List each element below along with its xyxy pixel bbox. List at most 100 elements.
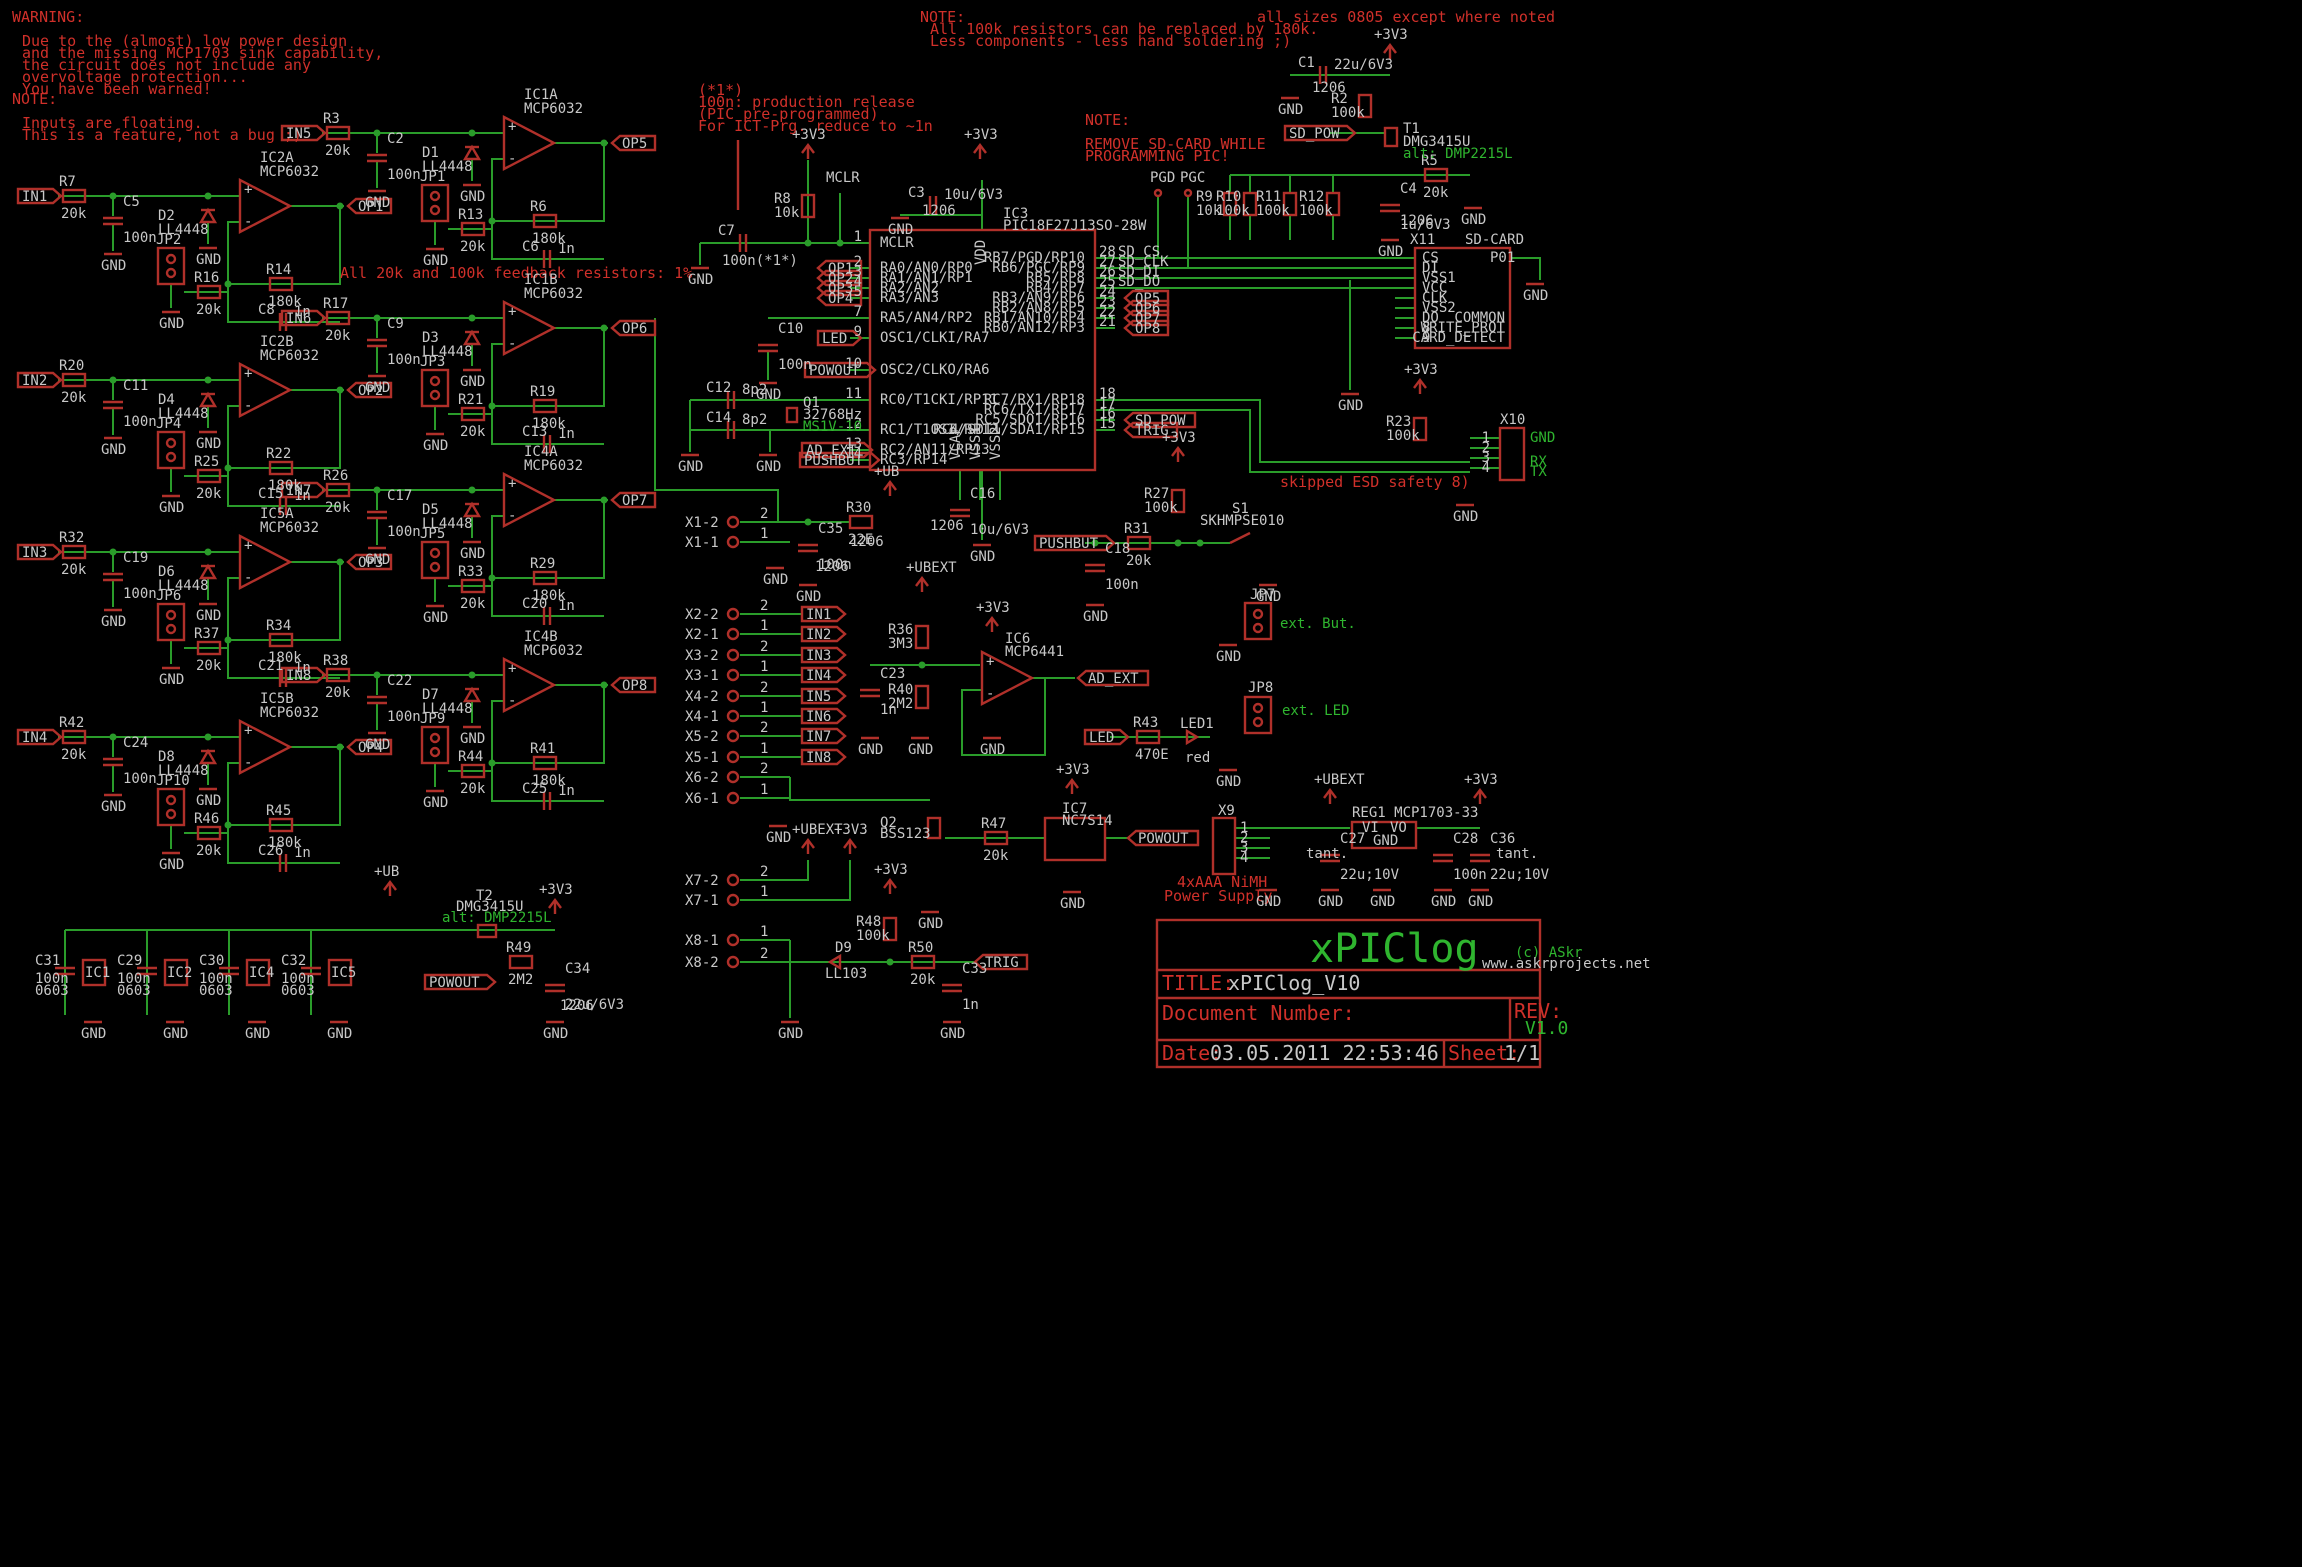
resistor-value: 180k [532,416,566,432]
d9-value: LL103 [825,966,867,982]
reg1-vi: VI [1362,820,1379,836]
t1-ref: T1 [1403,121,1420,137]
op-amp-plus: + [508,476,516,492]
mosfet-t1 [1383,126,1399,148]
net-flag [1083,728,1130,746]
op-amp-part: MCP6032 [524,286,583,302]
x10-rx-label: RX [1530,454,1547,470]
wire [492,143,605,222]
supply-arrow [915,576,929,587]
sdcard-pin-label: DI [1422,260,1439,276]
capacitor-ref: C13 [522,424,547,440]
resistor [532,398,558,414]
op-amp [502,300,557,356]
jumper-pin [429,561,441,573]
t2-part: DMG3415U [456,899,523,915]
ground-label: GND [1370,894,1395,910]
c1-size: 1206 [1312,80,1346,96]
diode-value: LL4448 [422,701,473,717]
op-amp-minus: - [508,693,516,709]
capacitor-ref: C16 [970,486,995,502]
resistor-value: 180k [532,773,566,789]
op-amp [502,115,557,171]
sdcard-pin-label: VSS1 [1422,270,1456,286]
title-label: TITLE: [1162,971,1234,995]
ground-label: GND [1431,894,1456,910]
op-amp-minus: - [244,755,252,771]
net-flag-label: PUSHBUT [1039,536,1099,552]
jumper-pin [429,732,441,744]
wire [228,562,341,641]
pic-pin-number: 27 [1099,254,1116,270]
resistor [61,188,87,204]
ic-power-ref: IC5 [331,965,356,981]
junction-dot [1174,539,1182,547]
supply-label: +3V3 [976,600,1010,616]
led1-ref: LED1 [1180,716,1214,732]
resistor-note-line: Less components - less hand soldering ;) [930,32,1291,50]
resistor-value: 180k [532,588,566,604]
connector-pin-number: 1 [760,618,768,634]
connector-terminal [726,668,740,682]
wire [227,405,240,468]
resistor-ref: R11 [1256,189,1281,205]
connector-pin-label: X4-2 [685,689,719,705]
op-amp-part: MCP6032 [260,705,319,721]
decoupling-cap-ref: C29 [117,953,142,969]
supply-label: +3V3 [964,127,998,143]
junction-dot [204,733,212,741]
pic-pin-number: 26 [1099,264,1116,280]
pic-right-pin-label: RB4/RP7 [1026,280,1085,296]
ground-label: GND [756,387,781,403]
capacitor-ref: C23 [880,666,905,682]
capacitor-value: 100n [387,709,421,725]
c35-size: 1206 [815,559,849,575]
capacitor-value: 1n [558,241,575,257]
resistor-ref: R37 [194,626,219,642]
ground-label: GND [365,737,390,753]
connector-pin-label: X5-2 [685,729,719,745]
diode-ref: D8 [158,749,175,765]
resistor [910,954,936,970]
ground-label: GND [101,799,126,815]
op-amp-part: MCP6032 [524,643,583,659]
net-flag [816,329,863,347]
net-flag-label: IN7 [806,729,831,745]
ground-label: GND [1461,212,1486,228]
sdcard-pin-label: CLK [1422,290,1448,306]
resistor-value: 100k [1256,203,1290,219]
title-block [1155,918,1542,1069]
schottky-d9 [827,953,842,971]
wire [961,678,1046,756]
connector-pin-number: 1 [760,924,768,940]
wire [227,468,340,507]
capacitor-ref: C6 [522,239,539,255]
net-flag [800,727,847,745]
supply-arrow [1473,788,1487,799]
wire [491,221,604,260]
x10-pin-number: 1 [1482,430,1490,446]
net-flag [610,676,657,694]
resistor-ref: R29 [530,556,555,572]
x10-pin-number: 3 [1482,450,1490,466]
prog-net-label: PGD [1150,170,1175,186]
net-flag [800,605,847,623]
ground-label: GND [1083,609,1108,625]
supply-label: +3V3 [1464,772,1498,788]
resistor-value: 2M2 [888,696,913,712]
capacitor-value: 1n [558,426,575,442]
supply-label: +3V3 [539,882,573,898]
pic-right-pin-label: RB6/PGC/RP9 [992,260,1085,276]
op-amp-part: MCP6032 [260,348,319,364]
jp8-label: ext. LED [1282,703,1349,719]
connector-terminal [726,515,740,529]
net-flag [1033,534,1116,552]
ground-label: GND [460,189,485,205]
resistor-value: 470E [1135,747,1169,763]
wire [227,221,240,284]
net-flag-label: IN2 [22,373,47,389]
net-flag-label: IN8 [806,750,831,766]
resistor-value: 20k [325,143,351,159]
warning-note-line: You have been warned! [22,80,212,98]
connector-pin-label: X1-1 [685,535,719,551]
